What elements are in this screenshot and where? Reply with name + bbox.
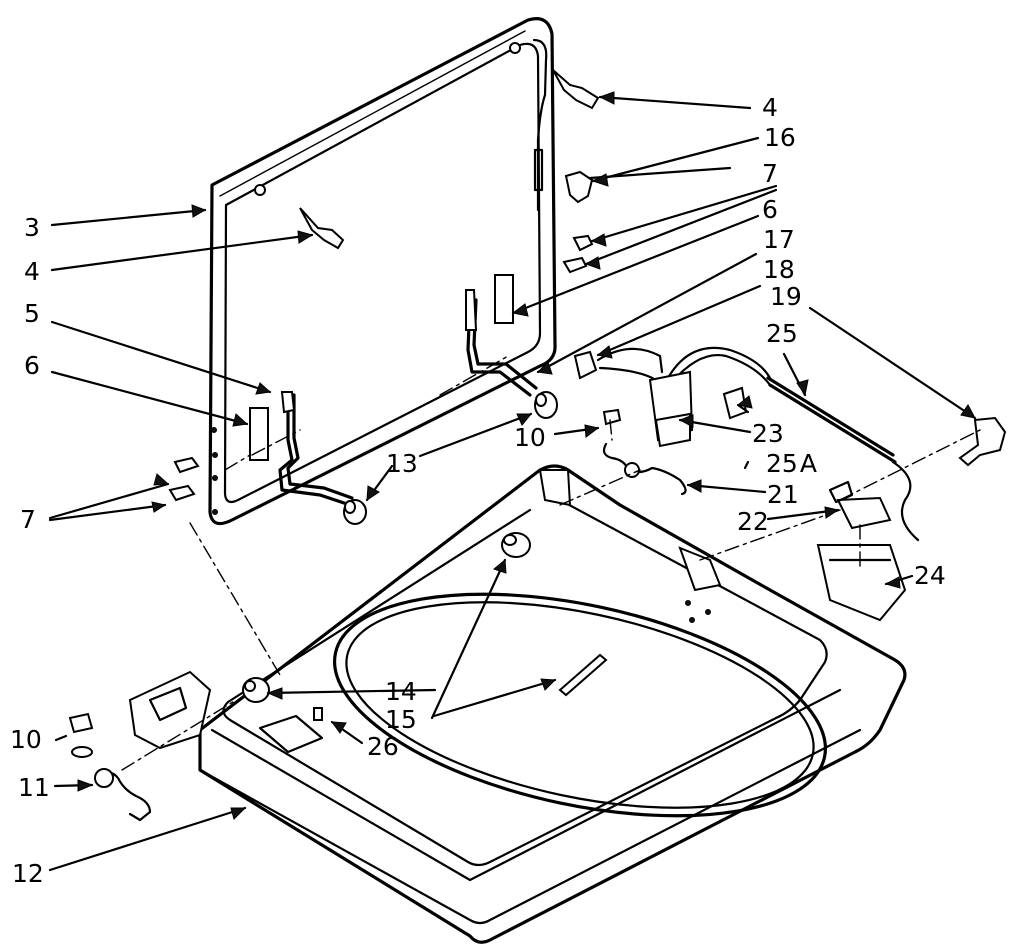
callout-24: 24 (914, 561, 946, 590)
lid-bumpers (343, 391, 558, 525)
top-cover (128, 464, 907, 944)
callout-23: 23 (752, 419, 784, 448)
callout-labels: 4 16 7 6 17 18 19 25 3 4 5 6 7 13 10 23 … (10, 93, 946, 888)
callout-4-left: 4 (24, 257, 40, 286)
callout-5: 5 (24, 299, 40, 328)
callout-11: 11 (18, 773, 50, 802)
lid-pins (299, 69, 600, 250)
callout-12: 12 (12, 859, 44, 888)
callout-19: 19 (770, 282, 802, 311)
callout-25: 25 (766, 319, 798, 348)
callout-7-left: 7 (20, 505, 36, 534)
callout-13: 13 (386, 449, 418, 478)
callout-14: 14 (385, 677, 417, 706)
clips-screws-upper (562, 170, 594, 274)
callout-26: 26 (367, 732, 399, 761)
lid-frame (208, 17, 557, 526)
callout-17: 17 (763, 225, 795, 254)
callout-10-upper: 10 (514, 423, 546, 452)
callout-7-upper: 7 (762, 159, 778, 188)
alignment-lines (121, 354, 981, 771)
callout-6-upper: 6 (762, 195, 778, 224)
callout-21: 21 (767, 480, 799, 509)
arrowheads (77, 91, 976, 820)
hinge-rods (249, 38, 548, 507)
callout-15: 15 (385, 705, 417, 734)
callout-16: 16 (764, 123, 796, 152)
callout-6-left: 6 (24, 351, 40, 380)
callout-22: 22 (737, 507, 769, 536)
callout-25A: 25A (766, 449, 817, 478)
callout-18: 18 (763, 255, 795, 284)
leader-lines (48, 95, 977, 872)
spring-lower (68, 712, 152, 822)
callout-3: 3 (24, 213, 40, 242)
callout-10-lower: 10 (10, 725, 42, 754)
callout-4-upper: 4 (762, 93, 778, 122)
hinge-left-parts (168, 289, 478, 502)
spring-upper (602, 408, 687, 496)
